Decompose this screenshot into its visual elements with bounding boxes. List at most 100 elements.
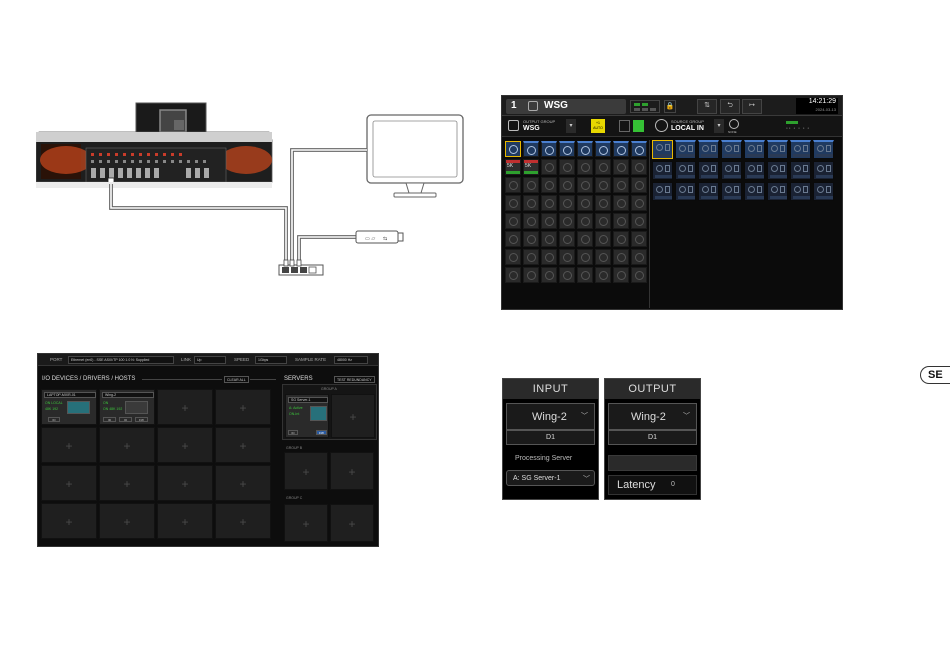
patch-cell[interactable] [613,177,629,193]
patch-cell[interactable] [505,231,521,247]
empty-device-slot[interactable]: + [215,389,271,425]
empty-device-slot[interactable]: + [215,427,271,463]
source-cell[interactable] [767,140,788,159]
source-cell[interactable] [675,161,696,180]
source-cell[interactable] [790,182,811,201]
patch-cell[interactable] [631,177,647,193]
source-cell[interactable] [790,161,811,180]
source-cell[interactable] [744,140,765,159]
patch-cell[interactable] [559,141,575,157]
empty-device-slot[interactable]: + [99,503,155,539]
section-tab[interactable]: SE [920,366,950,384]
patch-cell[interactable] [541,231,557,247]
patch-cell[interactable] [613,249,629,265]
patch-cell[interactable] [577,231,593,247]
source-cell[interactable] [698,161,719,180]
patch-cell[interactable] [595,249,611,265]
patch-cell[interactable] [595,213,611,229]
patch-cell[interactable] [541,267,557,283]
patch-cell[interactable] [541,159,557,175]
source-cell[interactable] [698,140,719,159]
source-cell[interactable] [721,161,742,180]
device-io-button[interactable]: IO [119,417,132,422]
source-cell[interactable] [721,140,742,159]
patch-cell[interactable] [631,195,647,211]
patch-cell[interactable] [577,213,593,229]
patch-cell[interactable] [523,249,539,265]
patch-cell[interactable] [505,213,521,229]
test-redundancy-button[interactable]: TEST REDUNDANCY [334,376,375,383]
source-cell[interactable] [652,161,673,180]
source-cell[interactable] [675,182,696,201]
source-cell[interactable] [652,182,673,201]
patch-cell[interactable] [577,177,593,193]
logout-button[interactable]: ↦ [742,99,762,114]
source-cell[interactable] [813,161,834,180]
patch-cell[interactable] [505,195,521,211]
group-b-slot-1[interactable]: + [284,452,328,490]
patch-cell[interactable] [559,159,575,175]
active-toggle[interactable] [633,120,644,132]
patch-cell[interactable] [631,141,647,157]
empty-device-slot[interactable]: + [99,427,155,463]
patch-cell[interactable] [595,159,611,175]
patch-cell[interactable] [577,267,593,283]
patch-cell[interactable] [631,267,647,283]
patch-cell[interactable] [523,231,539,247]
lock-toggle[interactable] [619,120,630,132]
server-id-button[interactable]: ID [288,430,298,435]
source-group-dropdown[interactable]: ▾ [714,119,724,133]
patch-cell[interactable] [559,195,575,211]
empty-device-slot[interactable]: + [41,427,97,463]
empty-device-slot[interactable]: + [41,503,97,539]
auto-button[interactable]: +1 AUTO [591,119,605,133]
source-cell[interactable] [767,182,788,201]
server-card[interactable]: SG Server-1 A: Active ON-Int ID FW [285,394,329,438]
sliders-button[interactable]: ⇅ [697,99,717,114]
source-cell[interactable] [790,140,811,159]
device-select[interactable]: LAPTOP-MIXR-01 [44,392,96,398]
patch-cell[interactable] [559,249,575,265]
group-c-slot-2[interactable]: + [330,504,374,542]
processing-server-select[interactable]: A: SG Server-1 ﹀ [506,470,595,486]
patch-cell[interactable] [559,231,575,247]
device-id-button[interactable]: ID [103,417,116,422]
empty-device-slot[interactable]: + [215,503,271,539]
patch-cell[interactable] [505,249,521,265]
source-cell[interactable] [721,182,742,201]
patch-cell[interactable] [523,141,539,157]
output-device-select[interactable]: Wing-2 ﹀ [608,403,697,430]
patch-cell[interactable] [613,159,629,175]
patch-cell[interactable] [595,177,611,193]
patch-cell[interactable] [505,267,521,283]
source-cell[interactable] [652,140,673,159]
source-cell[interactable] [675,140,696,159]
patch-cell[interactable] [577,141,593,157]
empty-device-slot[interactable]: + [157,389,213,425]
patch-cell[interactable] [595,141,611,157]
source-cell[interactable] [813,182,834,201]
patch-cell[interactable] [559,213,575,229]
device-id-button[interactable]: ID [48,417,60,422]
patch-cell[interactable] [613,231,629,247]
patch-cell[interactable] [577,249,593,265]
patch-cell[interactable] [523,177,539,193]
device-select[interactable]: Wing-2 [102,392,154,398]
empty-device-slot[interactable]: + [41,465,97,501]
patch-cell[interactable] [541,177,557,193]
return-button[interactable]: ⮌ [720,99,740,114]
patch-cell[interactable] [523,267,539,283]
patch-cell[interactable] [577,159,593,175]
patch-cell[interactable] [595,231,611,247]
empty-device-slot[interactable]: + [99,465,155,501]
patch-cell[interactable] [577,195,593,211]
patch-cell[interactable] [613,213,629,229]
server-select[interactable]: SG Server-1 [288,397,328,403]
source-cell[interactable] [744,161,765,180]
patch-cell[interactable] [631,213,647,229]
server-fw-button[interactable]: FW [316,430,327,435]
patch-cell[interactable] [559,177,575,193]
group-b-slot-2[interactable]: + [330,452,374,490]
